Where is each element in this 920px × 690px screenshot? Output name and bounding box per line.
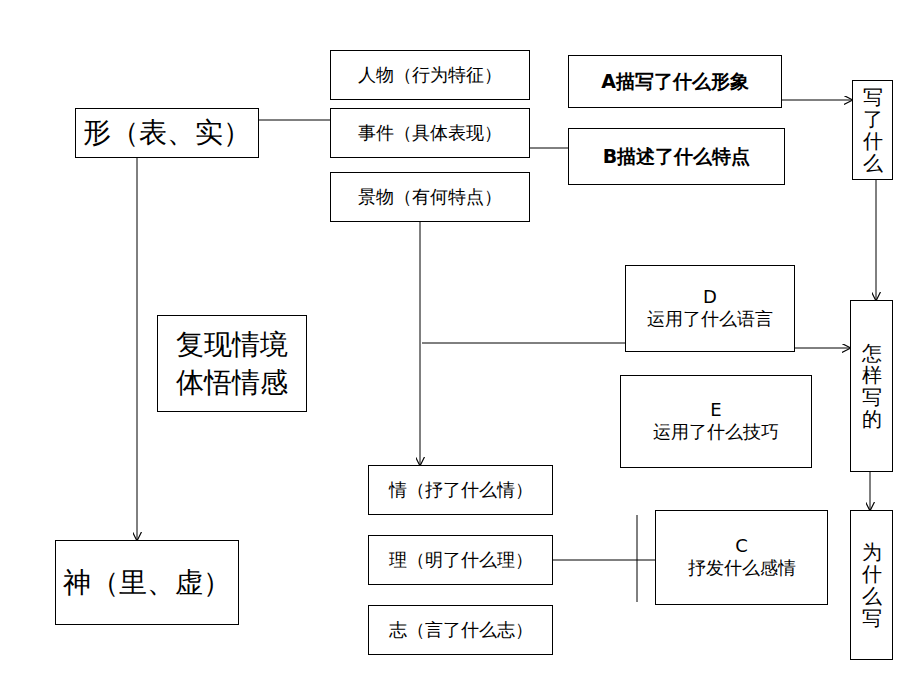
column-box: 怎样写的 xyxy=(850,300,893,472)
text-box: D运用了什么语言 xyxy=(625,265,795,352)
text-box: 事件（具体表现） xyxy=(330,108,530,158)
connector xyxy=(553,560,655,561)
box-label: 怎样写的 xyxy=(862,342,882,430)
box-label: 神（里、虚） xyxy=(63,564,231,602)
box-label: 景物（有何特点） xyxy=(358,185,502,209)
box-label: 抒发什么感情 xyxy=(688,556,796,580)
connector xyxy=(782,100,852,101)
text-box: C抒发什么感情 xyxy=(655,510,828,605)
box-label: E xyxy=(710,399,721,420)
text-box: 人物（行为特征） xyxy=(330,50,530,100)
box-label: 运用了什么语言 xyxy=(647,307,773,331)
text-box: 志（言了什么志） xyxy=(368,605,553,655)
box-label: 人物（行为特征） xyxy=(358,63,502,87)
branch-line xyxy=(422,343,625,344)
box-label: 写了什么 xyxy=(863,86,883,174)
text-box: A描写了什么形象 xyxy=(568,55,782,108)
box-label: D xyxy=(703,286,717,307)
bracket-line xyxy=(637,515,638,602)
box-label: 为什么写 xyxy=(862,541,882,629)
box-label: 志（言了什么志） xyxy=(389,618,533,642)
box-label: C xyxy=(735,535,748,556)
box-label: 情（抒了什么情） xyxy=(389,478,533,502)
connector xyxy=(876,180,877,300)
box-label: B描述了什么特点 xyxy=(603,144,750,170)
column-box: 写了什么 xyxy=(852,80,893,180)
box-label: 事件（具体表现） xyxy=(358,121,502,145)
box-label: A描写了什么形象 xyxy=(601,69,749,95)
connector xyxy=(259,120,330,121)
connector xyxy=(420,222,421,465)
text-box: 景物（有何特点） xyxy=(330,172,530,222)
column-box: 为什么写 xyxy=(850,510,893,660)
text-box: 情（抒了什么情） xyxy=(368,465,553,515)
text-box: 理（明了什么理） xyxy=(368,535,553,585)
connector xyxy=(530,148,568,149)
connector xyxy=(870,472,871,510)
text-box: 神（里、虚） xyxy=(55,540,239,625)
text-box: B描述了什么特点 xyxy=(568,128,785,185)
box-label: 复现情境 体悟情感 xyxy=(174,326,290,402)
text-box: E运用了什么技巧 xyxy=(620,375,812,468)
box-label: 形（表、实） xyxy=(83,114,251,152)
box-label: 运用了什么技巧 xyxy=(653,420,779,444)
connector xyxy=(137,158,138,540)
text-box: 复现情境 体悟情感 xyxy=(157,315,307,412)
text-box: 形（表、实） xyxy=(75,108,259,158)
connector xyxy=(795,348,850,349)
box-label: 理（明了什么理） xyxy=(389,548,533,572)
